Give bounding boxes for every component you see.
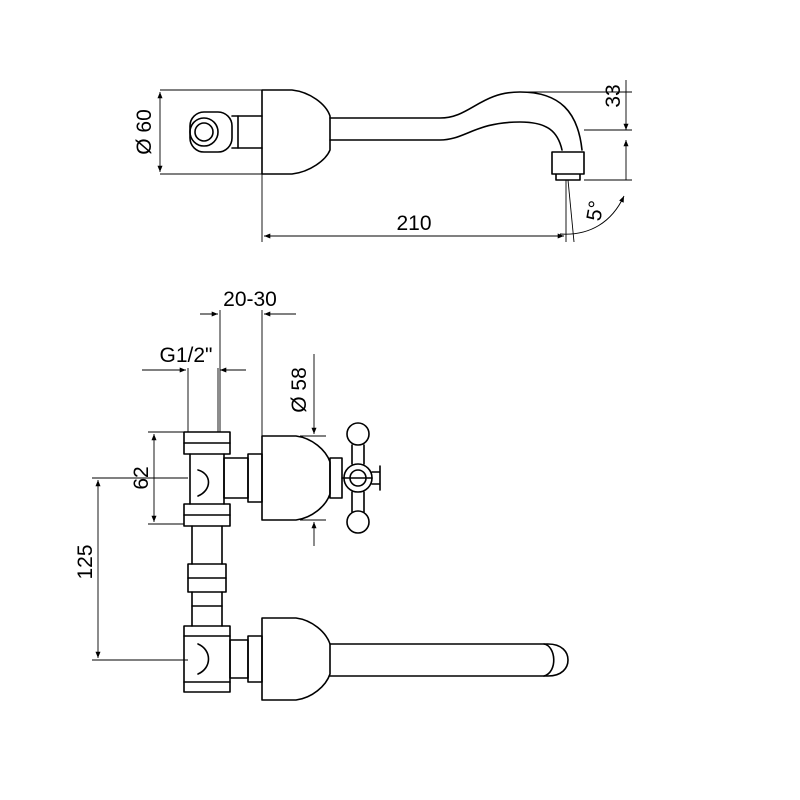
lower-spout-body — [261, 617, 331, 701]
front-view: 20-30 G1/2" Ø 58 62 125 — [74, 288, 569, 701]
dim-thread-g12: G1/2" — [160, 344, 213, 367]
lower-spout-tube — [329, 643, 569, 677]
dim-spacing-125: 125 — [74, 544, 97, 579]
top-view: Ø 60 33 210 5° — [133, 80, 632, 243]
valve-body — [261, 435, 331, 521]
wall-connector — [189, 111, 263, 153]
spout-body — [261, 89, 331, 175]
dim-offset-20-30: 20-30 — [223, 288, 277, 311]
dim-height-33: 33 — [602, 84, 625, 107]
dim-angle-5: 5° — [583, 199, 609, 223]
upper-tee-fitting — [183, 431, 263, 527]
aerator — [551, 151, 585, 181]
spout-tube — [329, 91, 583, 151]
dim-diameter-58: Ø 58 — [288, 367, 311, 413]
riser-pipe — [187, 525, 227, 627]
cross-handle — [329, 422, 381, 534]
dim-length-210: 210 — [396, 212, 431, 235]
lower-tee-fitting — [183, 625, 263, 693]
dim-diameter-60: Ø 60 — [133, 109, 156, 155]
